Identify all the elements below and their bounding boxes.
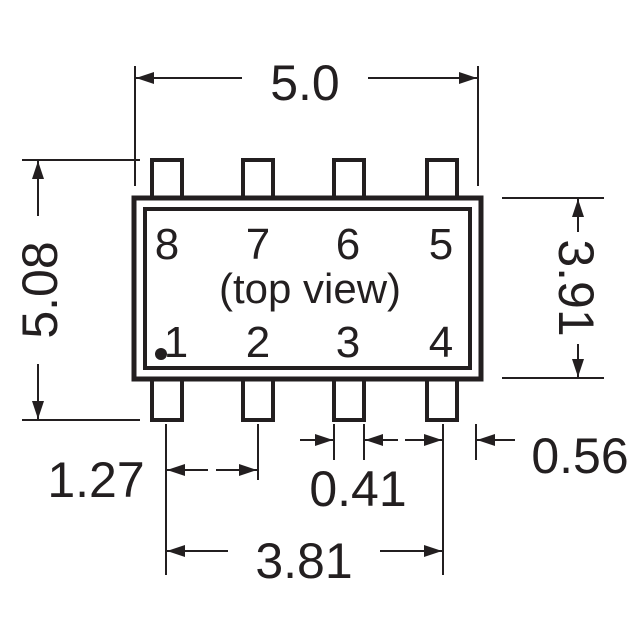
top-view-label: (top view) [219,265,401,312]
pin-label-2: 2 [246,318,270,367]
pin1-indicator-dot [155,348,167,360]
pin-label-8: 8 [155,220,179,269]
pin-label-5: 5 [429,220,453,269]
dim-overall-length: 5.0 [270,55,340,111]
dim-lead-span: 0.56 [531,428,628,484]
lead-pin-8 [150,158,184,202]
lead-pin-2 [241,376,275,422]
pin-labels: 8 7 6 5 (top view) 1 2 3 4 [155,220,453,367]
dimension-labels: 5.0 5.08 3.91 1.27 0.41 0.56 3.81 [12,55,629,589]
lead-pin-1 [150,376,184,422]
extension-lines [22,66,604,575]
dim-lead-width: 0.41 [309,461,406,517]
lead-pin-5 [425,158,459,202]
lead-pin-4 [425,376,459,422]
package-body [131,195,484,382]
lead-pin-7 [241,158,275,202]
dim-overall-height: 5.08 [12,241,68,338]
lead-pin-3 [332,376,366,422]
dim-pin-span: 3.81 [255,533,352,589]
dim-body-width: 3.91 [548,239,604,336]
pin-label-1: 1 [164,318,188,367]
pin-label-7: 7 [246,220,270,269]
dim-pitch: 1.27 [47,452,144,508]
pin-label-4: 4 [429,318,453,367]
dimension-arrows [32,72,584,557]
lead-pin-6 [332,158,366,202]
pin-label-3: 3 [336,318,360,367]
pin-label-6: 6 [336,220,360,269]
